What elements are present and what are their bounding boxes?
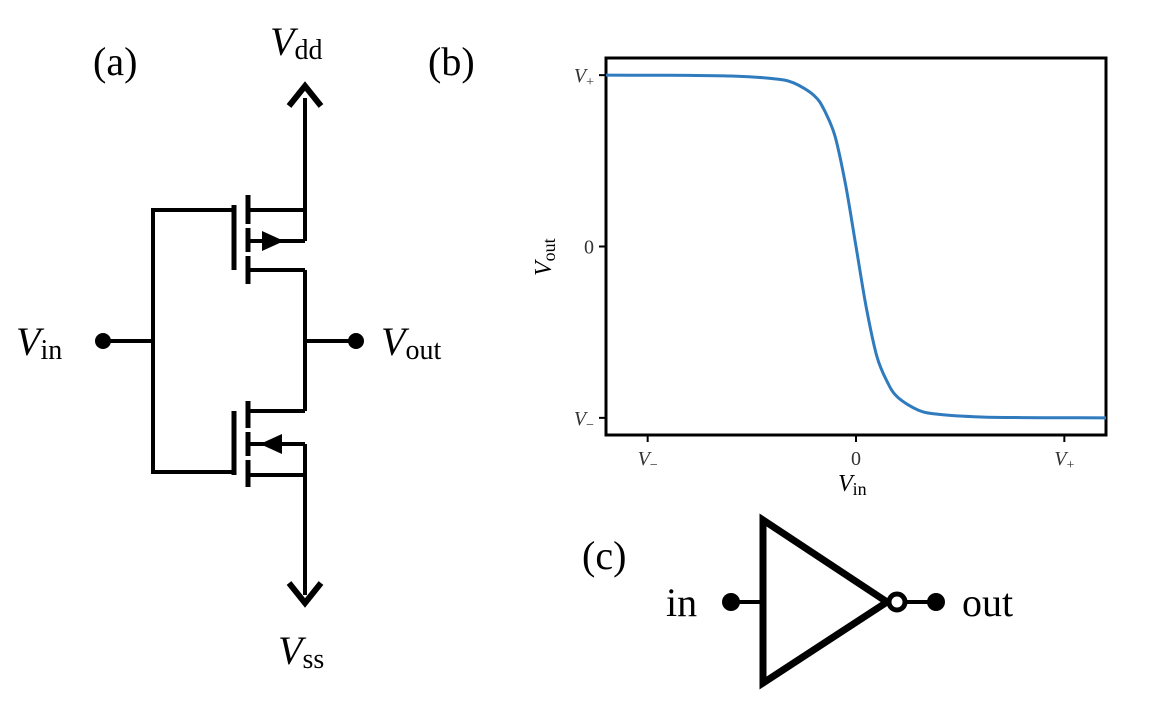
y-tick-label: V+ (574, 65, 594, 90)
y-tick-label: 0 (584, 237, 594, 259)
panel-label-a: (a) (93, 39, 137, 84)
panel-label-c: (c) (582, 533, 626, 578)
buffer-triangle-icon (759, 513, 894, 690)
x-tick-label: 0 (851, 448, 861, 470)
vin-label: Vin (16, 319, 62, 366)
y-ticks: V+ 0V− (574, 65, 606, 433)
vss-arrowhead (286, 581, 324, 608)
pmos-arrow-icon (262, 231, 284, 251)
vdd-arrowhead (286, 81, 324, 108)
inverter-symbol (731, 513, 936, 690)
x-tick-label: V− (638, 448, 658, 473)
gate-out-label: out (962, 580, 1013, 625)
gate-in-label: in (666, 580, 697, 625)
vin-terminal (95, 333, 111, 349)
nmos-arrow-icon (260, 434, 282, 454)
vdd-label: Vdd (270, 19, 322, 66)
x-axis-label: Vin (838, 471, 867, 499)
inversion-bubble-icon (886, 591, 908, 613)
x-ticks: V− 0 V+ (638, 435, 1074, 473)
panel-label-b: (b) (428, 39, 475, 84)
gate-wire (151, 208, 234, 474)
transfer-curve (605, 73, 1107, 420)
y-tick-label: V− (574, 408, 594, 433)
vout-terminal (348, 333, 364, 349)
cmos-schematic (103, 81, 356, 608)
gate-input-terminal (722, 593, 740, 611)
vout-label: Vout (381, 319, 441, 366)
gate-output-terminal (927, 593, 945, 611)
y-axis-label: Vout (531, 238, 559, 276)
vss-label: Vss (278, 628, 324, 675)
x-tick-label: V+ (1054, 448, 1074, 473)
